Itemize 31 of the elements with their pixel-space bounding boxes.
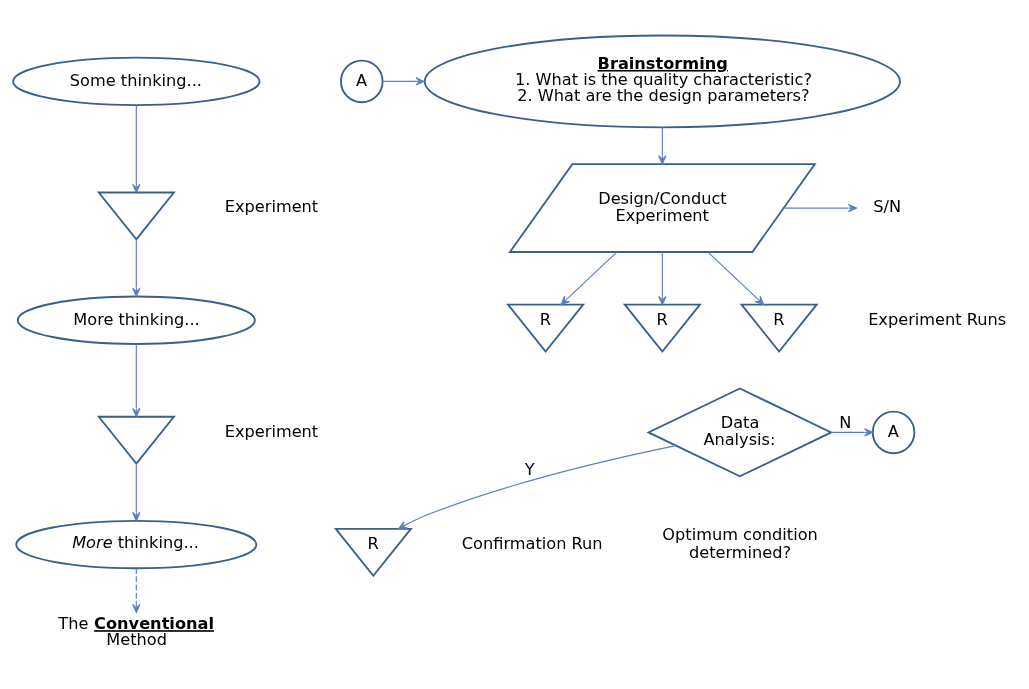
arrow <box>707 250 765 305</box>
arrow <box>398 444 677 529</box>
arrow <box>560 250 618 305</box>
arrow <box>783 203 858 212</box>
node-text: The Conventional Method <box>58 613 214 649</box>
node-triangle <box>96 191 176 241</box>
edge-label: N <box>839 412 852 432</box>
node-label: Confirmation Run <box>461 533 603 553</box>
node-ellipse: More thinking... <box>16 295 256 345</box>
arrow <box>132 104 141 193</box>
arrow <box>132 343 141 417</box>
edge-label: Y <box>524 459 535 479</box>
arrow <box>132 238 141 297</box>
node-label: Optimum condition determined? <box>662 524 818 561</box>
node-label: Experiment <box>224 196 319 216</box>
arrow <box>132 567 141 613</box>
node-text: S/N <box>873 196 902 216</box>
node-triangle <box>96 415 176 465</box>
node-label: Experiment <box>224 421 319 441</box>
node-label: Experiment Runs <box>868 309 1007 329</box>
node-diamond: Data Analysis: <box>646 386 834 477</box>
arrow <box>658 126 667 164</box>
node-ellipse: More thinking... <box>15 519 258 569</box>
node-ellipse: Some thinking... <box>12 56 261 106</box>
node-ellipse: Brainstorming 1. What is the quality characteristic? 2. What are the design parameters? <box>423 34 901 128</box>
arrow <box>382 76 425 86</box>
arrow <box>132 462 141 521</box>
node-circle: A <box>871 410 916 454</box>
arrow <box>830 427 874 437</box>
arrow <box>658 250 667 305</box>
node-circle: A <box>340 59 384 103</box>
